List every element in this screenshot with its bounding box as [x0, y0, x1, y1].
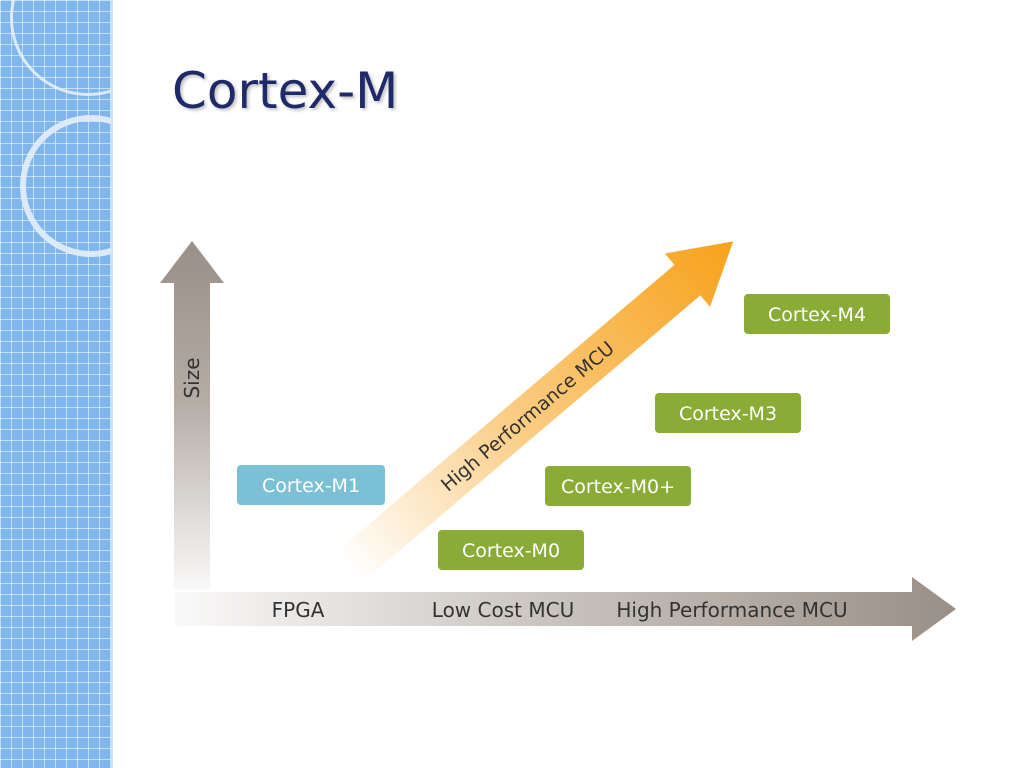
- core-box-cortex-m0-plus: Cortex-M0+: [545, 466, 691, 506]
- x-axis-label-high-performance-mcu: High Performance MCU: [616, 598, 847, 622]
- core-label: Cortex-M0: [462, 540, 560, 562]
- y-axis-arrow: [160, 241, 224, 590]
- decorative-sidebar: [0, 0, 113, 768]
- core-box-cortex-m0: Cortex-M0: [438, 530, 584, 570]
- core-label: Cortex-M0+: [561, 476, 675, 498]
- core-box-bg: [545, 466, 691, 506]
- x-axis-label-low-cost-mcu: Low Cost MCU: [432, 598, 574, 622]
- core-box-bg: [237, 465, 385, 505]
- high-performance-arrow: [335, 241, 734, 584]
- core-box-bg: [438, 530, 584, 570]
- core-box-cortex-m4: Cortex-M4: [744, 294, 890, 334]
- slide-title: Cortex-M: [172, 62, 399, 120]
- y-axis-label: Size: [180, 357, 204, 398]
- core-label: Cortex-M3: [679, 403, 777, 425]
- x-axis-arrow: [175, 577, 956, 641]
- core-label: Cortex-M4: [768, 304, 866, 326]
- core-label: Cortex-M1: [262, 475, 360, 497]
- core-box-bg: [744, 294, 890, 334]
- core-box-cortex-m1: Cortex-M1: [237, 465, 385, 505]
- core-box-bg: [655, 393, 801, 433]
- core-box-cortex-m3: Cortex-M3: [655, 393, 801, 433]
- x-axis-label-fpga: FPGA: [272, 598, 325, 622]
